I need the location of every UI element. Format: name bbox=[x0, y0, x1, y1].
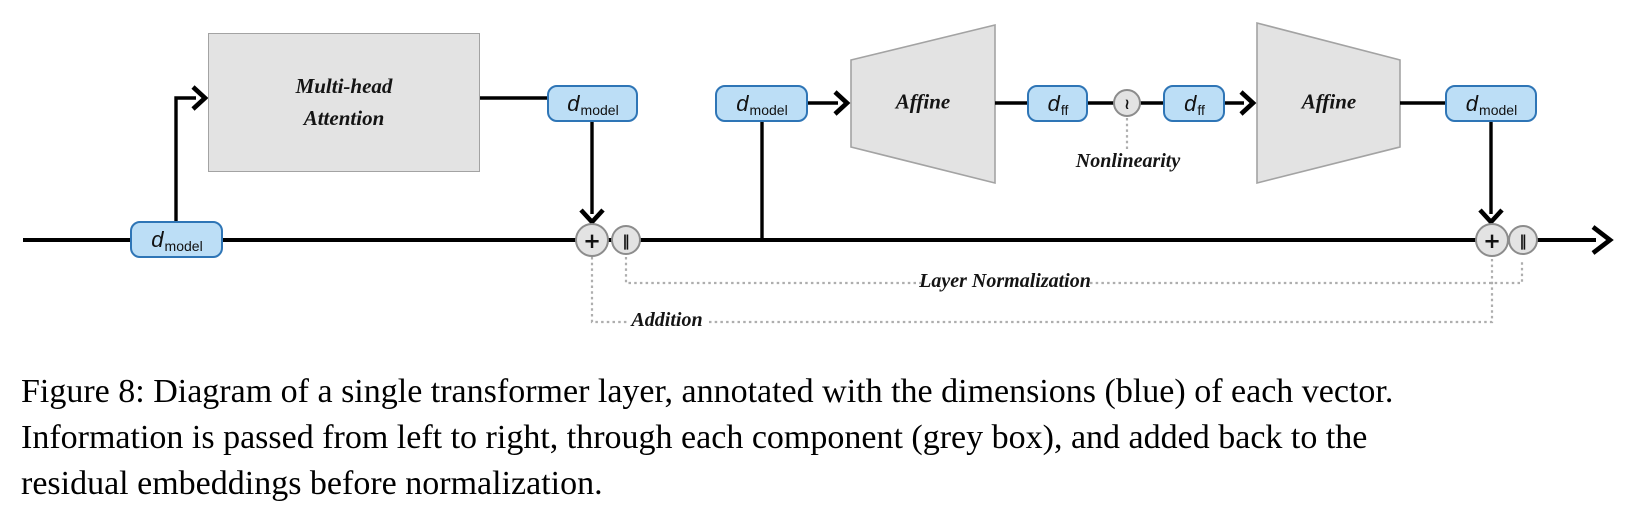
dim-variable: d bbox=[1184, 90, 1197, 116]
dim-variable: d bbox=[736, 90, 749, 116]
arrow-into-attention bbox=[191, 85, 209, 111]
affine1-label: Affine bbox=[895, 89, 951, 114]
norm-icon: ‖ bbox=[1519, 232, 1527, 251]
dim-subscript: ff bbox=[1060, 101, 1069, 118]
figure-caption: Figure 8: Diagram of a single transforme… bbox=[21, 369, 1581, 507]
nonlinearity-icon: ≀ bbox=[1124, 95, 1130, 113]
dim-subscript: model bbox=[580, 101, 619, 118]
caption-line: residual embeddings before normalization… bbox=[21, 465, 603, 502]
annotation-leaders bbox=[590, 118, 1524, 324]
affine-contract-trapezoid bbox=[1256, 21, 1401, 185]
caption-line: Information is passed from left to right… bbox=[21, 419, 1368, 456]
dim-variable: d bbox=[151, 226, 164, 252]
affine2-label: Affine bbox=[1301, 89, 1357, 114]
dim-subscript: model bbox=[749, 101, 788, 118]
wire-residual-to-attention bbox=[174, 96, 196, 222]
addition-leader-right bbox=[709, 259, 1494, 324]
arrow-into-affine2 bbox=[1239, 90, 1257, 116]
arrow-into-affine1 bbox=[833, 90, 851, 116]
multi-head-attention-box: Multi-head Attention bbox=[208, 33, 480, 172]
addition-label: Addition bbox=[631, 309, 703, 331]
signal-wires bbox=[174, 96, 1493, 238]
dim-variable: d bbox=[567, 90, 580, 116]
nonlinearity-label: Nonlinearity bbox=[1075, 150, 1181, 172]
arrow-into-add-right bbox=[1478, 208, 1504, 226]
layer-normalization-label: Layer Normalization bbox=[919, 270, 1091, 292]
affine-expand-trapezoid bbox=[850, 23, 996, 185]
norm-node-left bbox=[611, 225, 641, 255]
dim-subscript: model bbox=[164, 237, 203, 254]
arrow-into-add-left bbox=[579, 208, 605, 226]
multi-head-attention-label: Multi-head Attention bbox=[295, 74, 393, 130]
caption-line: Figure 8: Diagram of a single transforme… bbox=[21, 373, 1394, 410]
addition-leader-left bbox=[590, 257, 627, 324]
add-node-left bbox=[575, 223, 609, 257]
dim-variable: d bbox=[1047, 90, 1060, 116]
operator-nodes: + ‖ ≀ + ‖ bbox=[575, 89, 1538, 257]
dim-subscript: ff bbox=[1197, 101, 1205, 118]
layernorm-leader-left bbox=[624, 257, 921, 285]
norm-node-right bbox=[1508, 225, 1538, 255]
nonlinearity-node bbox=[1113, 89, 1141, 117]
layernorm-leader-right bbox=[1090, 259, 1524, 285]
dim-variable: d bbox=[1465, 90, 1479, 116]
arrowheads bbox=[191, 85, 1614, 255]
dim-subscript: model bbox=[1479, 101, 1518, 118]
norm-icon: ‖ bbox=[622, 232, 630, 251]
arrow-residual-output bbox=[1591, 225, 1614, 255]
plus-icon: + bbox=[1483, 229, 1501, 253]
diagram-wires-layer: + ‖ ≀ + ‖ bbox=[23, 21, 1614, 324]
plus-icon: + bbox=[583, 229, 601, 253]
